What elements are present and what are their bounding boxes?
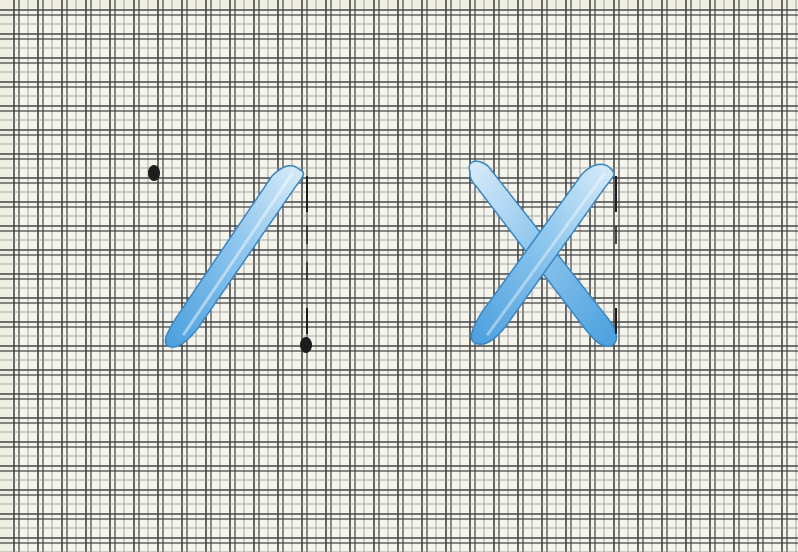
fabric-margin-top [0, 0, 798, 8]
fabric-margin-left [0, 0, 12, 552]
needle-hole-dot [300, 337, 312, 353]
needle-hole-dot [148, 165, 160, 181]
